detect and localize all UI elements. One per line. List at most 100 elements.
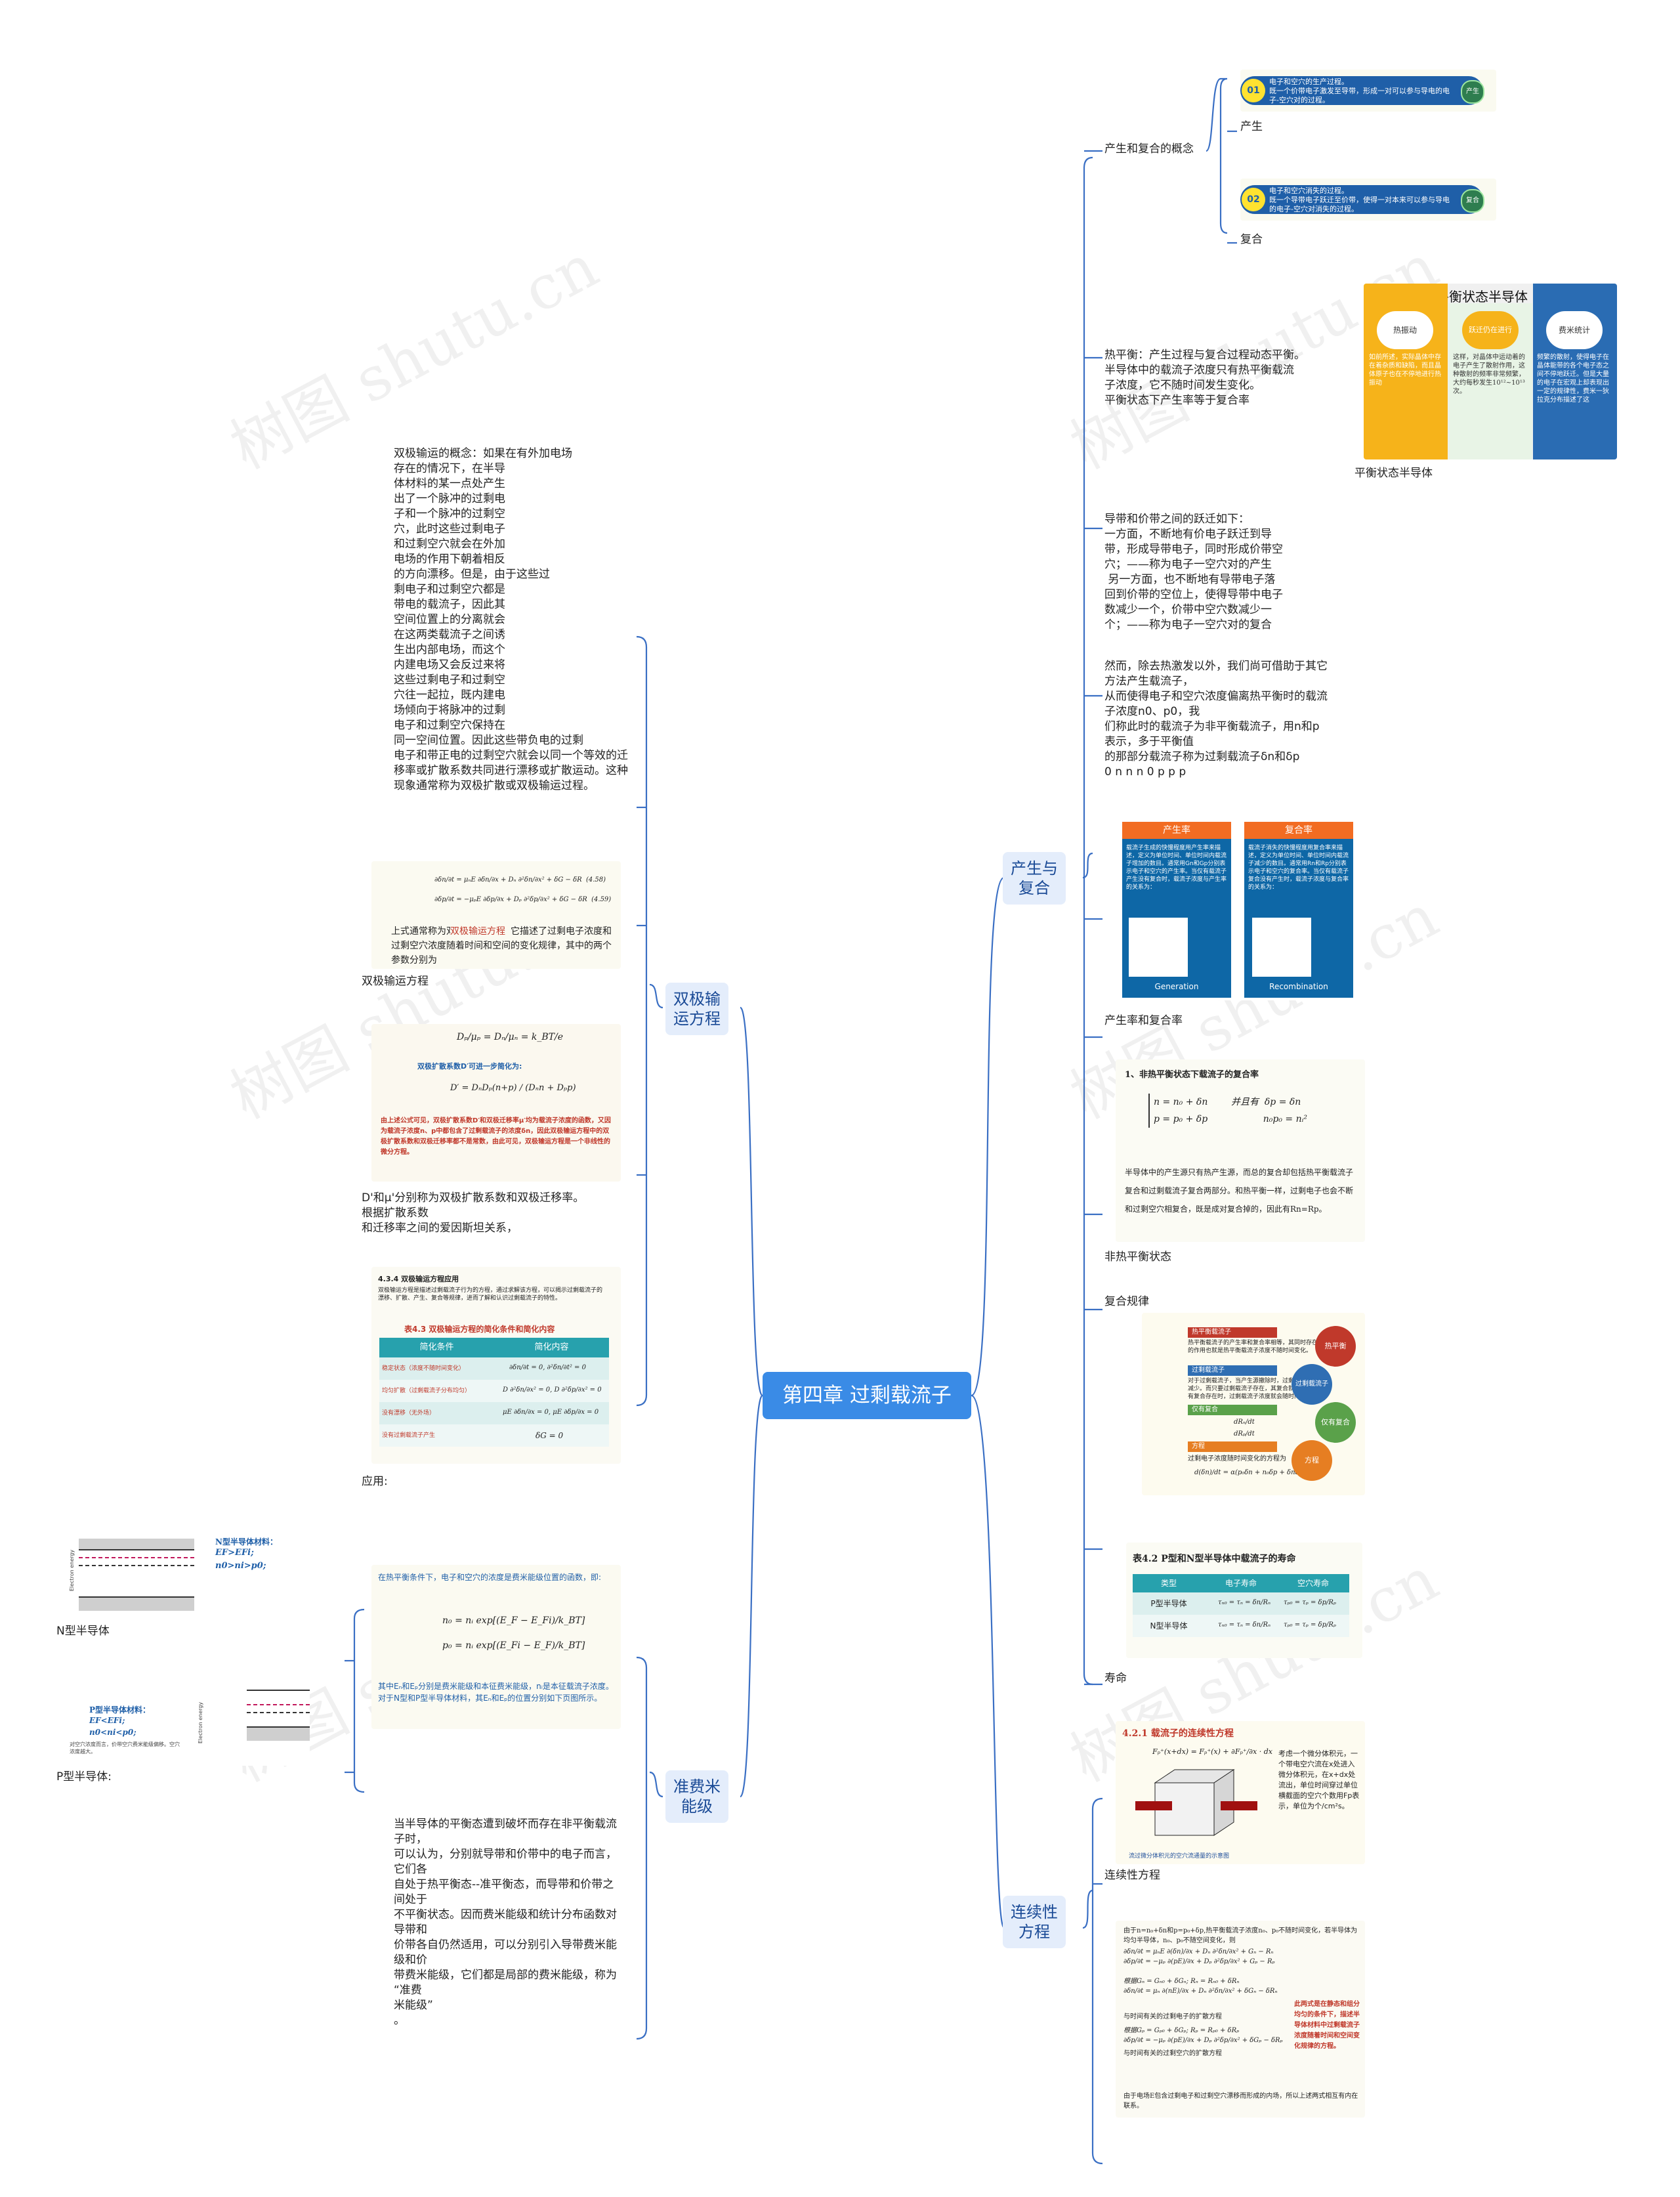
equilibrium-card-label: 平衡状态半导体: [1354, 467, 1433, 480]
application-row: 没有过剩载流子产生: [382, 1432, 436, 1439]
rec-head: 复合率: [1244, 822, 1353, 839]
recombination-description: 电子和空穴消失的过程。 既一个导带电子跃迁至价带，使得一对本来可以参与导电的电子…: [1269, 186, 1450, 213]
bipolar-equation-label: 双极输运方程: [362, 975, 429, 988]
number-badge: 01: [1242, 79, 1265, 102]
law-text-4: 过剩电子浓度随时间变化的方程为: [1188, 1455, 1286, 1462]
law-circle-1: 热平衡: [1315, 1326, 1356, 1367]
application-cell: ∂δn/∂t = 0, ∂²δn/∂t² = 0: [509, 1364, 586, 1371]
law-equation: d(δn)/dt = α(p₀δn + n₀δp + δnδp): [1194, 1469, 1306, 1476]
col-head: 热振动: [1377, 311, 1433, 349]
axis-label: Electron energy: [69, 1549, 75, 1592]
bipolar-equation-card: ∂δn/∂t = μₙE ∂δn/∂x + Dₙ ∂²δn/∂x² + δG −…: [371, 861, 621, 969]
equilibrium-card: 平衡状态半导体 热振动 跃迁仍在进行 费米统计 如前所述，实际晶体中存在着杂质和…: [1364, 284, 1617, 459]
application-header: 简化内容: [534, 1342, 569, 1352]
lifetime-title: 表4.2 P型和N型半导体中载流子的寿命: [1133, 1554, 1296, 1564]
branch-quasi-fermi[interactable]: 准费米 能级: [665, 1770, 728, 1823]
lifetime-cell: τₚ₀ = τₚ = δp/Rₚ: [1284, 1621, 1336, 1629]
recombination-label: 复合: [1240, 233, 1263, 246]
tag-recombination: 复合: [1461, 189, 1484, 213]
application-row: 均匀扩散（过剩载流子分布均匀）: [382, 1388, 471, 1394]
lifetime-header: 空穴寿命: [1297, 1579, 1329, 1588]
col-head: 费米统计: [1546, 311, 1603, 349]
n-type-card: Electron energy N型半导体材料： EF>EFi; n0>ni>p…: [63, 1528, 310, 1623]
col-body: 频繁的散射，使得电子在晶体能带的各个电子态之间不停地跃迁。但是大量的电子在宏观上…: [1537, 354, 1609, 404]
application-cell: μE ∂δn/∂x = 0, μE ∂δp/∂x = 0: [503, 1409, 599, 1416]
diffusion-red-text: 由上述公式可见，双极扩散系数D′和双极迁移率μ′均为载流子浓度的函数，又因为载流…: [381, 1117, 611, 1156]
lifetime-card: 表4.2 P型和N型半导体中载流子的寿命 类型 电子寿命 空穴寿命 P型半导体 …: [1126, 1543, 1362, 1658]
non-equilibrium-label: 非热平衡状态: [1104, 1250, 1171, 1264]
lifetime-row: P型半导体: [1150, 1599, 1187, 1608]
continuity-card-1: 4.2.1 载流子的连续性方程 Fₚ⁺(x+dx) = Fₚ⁺(x) + ∂Fₚ…: [1116, 1721, 1365, 1864]
application-row: 稳定状态（浓度不随时间变化）: [382, 1365, 465, 1372]
continuity-card-title: 4.2.1 载流子的连续性方程: [1122, 1728, 1234, 1739]
continuity-mid-1: 与时间有关的过剩电子的扩散方程: [1124, 2013, 1222, 2020]
continuity-equations: ∂δn/∂t = μₙE ∂(δn)/∂x + Dₙ ∂²δn/∂x² + Gₙ…: [1124, 1948, 1278, 1995]
p-type-line: n0<ni<p0;: [89, 1728, 136, 1737]
generation-description: 电子和空穴的生产过程。 既一个价带电子激发至导带，形成一对可以参与导电的电子-空…: [1269, 77, 1450, 104]
concept-label: 产生和复合的概念: [1104, 142, 1194, 156]
n-type-label: N型半导体: [56, 1625, 110, 1638]
law-head-4: 方程: [1188, 1441, 1277, 1452]
continuity-intro: 由于n=n₀+δn和p=p₀+δp,热平衡载流子浓度n₀、p₀不随时间变化，若半…: [1124, 1927, 1358, 1944]
law-head-1: 热平衡载流子: [1188, 1327, 1277, 1338]
card-recombination: 02 电子和空穴消失的过程。 既一个导带电子跃迁至价带，使得一对本来可以参与导电…: [1240, 179, 1496, 221]
fermi-card: 在热平衡条件下，电子和空穴的浓度是费米能级位置的函数，即: n₀ = nᵢ ex…: [371, 1565, 621, 1729]
continuity-footer: 由于电场E包含过剩电子和过剩空穴漂移而形成的内场，所以上述两式相互有内在联系。: [1124, 2093, 1358, 2110]
law-text-1: 热平衡载流子的产生率和复合率相等，其同时存在的作用也就是热平衡载流子浓度不随时间…: [1188, 1340, 1318, 1354]
fermi-equations: n₀ = nᵢ exp[(E_F − E_Fi)/k_BT]p₀ = nᵢ ex…: [442, 1615, 585, 1651]
continuity-label: 连续性方程: [1104, 1869, 1160, 1882]
continuity-mid-2: 与时间有关的过剩空穴的扩散方程: [1124, 2050, 1222, 2057]
lifetime-cell: τₚ₀ = τₚ = δp/Rₚ: [1284, 1599, 1336, 1606]
application-intro: 双极输运方程是描述过剩载流子行为的方程，通过求解该方程，可以揭示过剩载流子的漂移…: [378, 1287, 603, 1302]
lifetime-row: N型半导体: [1150, 1621, 1188, 1631]
generation-label: 产生: [1240, 120, 1263, 133]
application-table-title: 表4.3 双极输运方程的简化条件和简化内容: [404, 1325, 555, 1334]
p-type-title: P型半导体材料：: [89, 1705, 151, 1715]
gen-body: 载流子生成的快慢程度用产生率来描述，定义为单位时间、单位时间内载流子增加的数目。…: [1126, 845, 1227, 891]
application-header: 简化条件: [419, 1342, 454, 1352]
continuity-red-note: 此两式是在静态和组分均匀的条件下，描述半导体材料中过剩载流子浓度随着时间和空间变…: [1294, 2001, 1360, 2050]
continuity-card-2: 由于n=n₀+δn和p=p₀+δp,热平衡载流子浓度n₀、p₀不随时间变化，若半…: [1116, 1921, 1365, 2118]
fermi-body: 其中Eₙ和Eₚ分别是费米能级和本征费米能级，nᵢ是本征载流子浓度。对于N型和P型…: [378, 1682, 614, 1703]
non-equilibrium-body: 半导体中的产生源只有热产生源，而总的复合却包括热平衡载流子复合和过剩载流子复合两…: [1125, 1168, 1354, 1214]
branch-continuity[interactable]: 连续性 方程: [1003, 1896, 1066, 1948]
thermal-equilibrium-text: 热平衡：产生过程与复合过程动态平衡。 半导体中的载流子浓度只有热平衡载流 子浓度…: [1104, 349, 1305, 407]
diffusion-text: D'和μ'分别称为双极扩散系数和双极迁移率。 根据扩散系数 和迁移率之间的爱因斯…: [362, 1191, 585, 1235]
bipolar-concept-text: 双极输运的概念：如果在有外加电场 存在的情况下，在半导 体材料的某一点处产生 出…: [394, 447, 628, 792]
p-type-card: Electron energy P型半导体材料： EF<EFi; n0<ni<p…: [63, 1680, 310, 1766]
lifetime-label: 寿命: [1104, 1672, 1127, 1685]
differential-volume-diagram: [1135, 1769, 1257, 1836]
col-head: 跃迁仍在进行: [1462, 311, 1519, 349]
p-type-line: EF<EFi;: [89, 1716, 125, 1725]
law-head-2: 过剩载流子: [1188, 1365, 1277, 1376]
col-body: 如前所述，实际晶体中存在着杂质和缺陷，而且晶体原子也在不停地进行热振动: [1369, 354, 1441, 387]
application-row: 没有漂移（无外场）: [382, 1410, 436, 1417]
application-title: 4.3.4 双极输运方程应用: [378, 1275, 459, 1283]
application-label: 应用:: [362, 1475, 388, 1488]
gr-label: 产生率和复合率: [1104, 1014, 1183, 1027]
gen-foot: Generation: [1154, 982, 1199, 991]
card-generation: 01 电子和空穴的生产过程。 既一个价带电子激发至导带，形成一对可以参与导电的电…: [1240, 70, 1496, 112]
continuity-caption: 流过微分体积元的空穴流通量的示意图: [1129, 1853, 1230, 1860]
law-circle-4: 方程: [1292, 1440, 1332, 1481]
law-text-2: 对于过剩载流子，当产生源撤除时，过剩载流子浓度减少。而只要过剩载流子存在，其复合…: [1188, 1378, 1324, 1400]
branch-bipolar-transport[interactable]: 双极输 运方程: [665, 983, 728, 1035]
n-type-title: N型半导体材料：: [215, 1537, 278, 1546]
root-node[interactable]: 第四章 过剩载流子: [763, 1372, 971, 1419]
application-card: 4.3.4 双极输运方程应用 双极输运方程是描述过剩载流子行为的方程，通过求解该…: [371, 1267, 621, 1464]
band-transition-text: 导带和价带之间的跃迁如下： 一方面，不断地有价电子跃迁到导 带，形成导带电子，同…: [1104, 513, 1283, 631]
non-equilibrium-card: 1、非热平衡状态下载流子的复合率 n = n₀ + δn 并且有 δp = δn…: [1116, 1059, 1365, 1242]
continuity-equations-2: 根据Gₚ = Gₚ₀ + δGₚ; Rₚ = Rₚ₀ + δRₚ∂δp/∂t =…: [1124, 2027, 1283, 2044]
law-circle-3: 仅有复合: [1315, 1402, 1356, 1443]
rec-body: 载流子消失的快慢程度用复合率来描述，定义为单位时间、单位时间内载流子减少的数目。…: [1248, 845, 1349, 891]
continuity-side-text: 考虑一个微分体积元，一个带电空穴流在x处进入微分体积元，在x+dx处流出，单位时…: [1278, 1749, 1360, 1810]
law-head-3: 仅有复合: [1188, 1405, 1277, 1415]
branch-generation-recombination[interactable]: 产生与 复合: [1003, 852, 1066, 905]
diffusion-blue-text: 双极扩散系数D′可进一步简化为:: [417, 1062, 522, 1071]
excess-carrier-text: 然而，除去热激发以外，我们尚可借助于其它 方法产生载流子， 从而使得电子和空穴浓…: [1104, 660, 1328, 779]
non-equilibrium-title: 1、非热平衡状态下载流子的复合率: [1125, 1070, 1259, 1080]
law-circle-2: 过剩载流子: [1292, 1364, 1332, 1405]
bipolar-equation-text: 上式通常称为双极输运方程，它描述了过剩电子浓度和过剩空穴浓度随着时间和空间的变化…: [391, 926, 612, 966]
gen-head: 产生率: [1122, 822, 1231, 839]
